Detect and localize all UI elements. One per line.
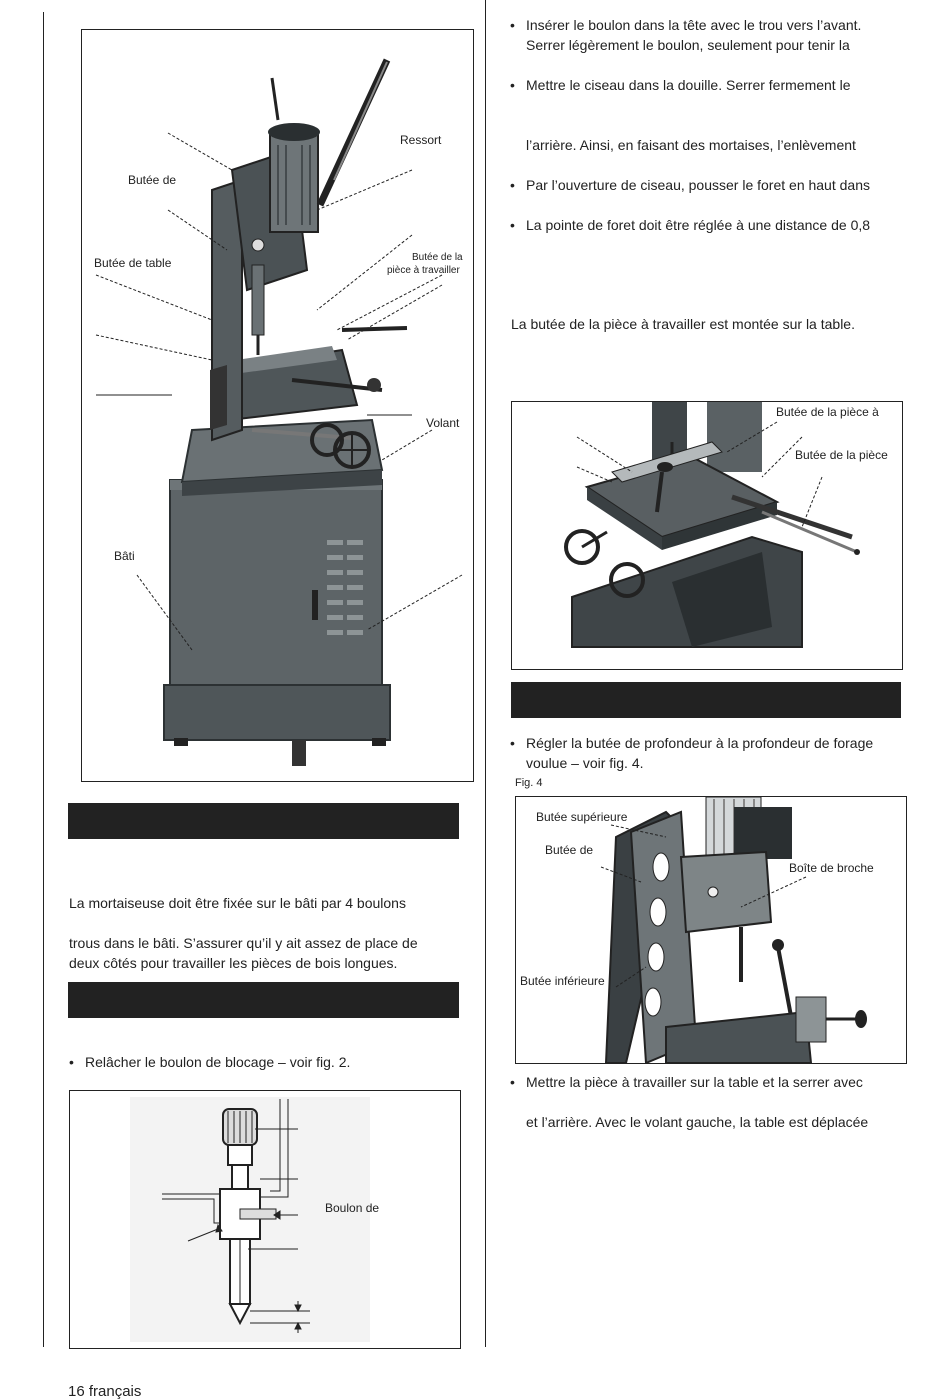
machine-illustration — [95, 58, 463, 766]
label-butee-piece-line1: Butée de la — [412, 252, 463, 263]
bullet-inserer-boulon: • Insérer le boulon dans la tête avec le… — [510, 17, 862, 53]
label-boite-de-broche: Boîte de broche — [789, 861, 874, 875]
figure-workpiece-stop: Butée de la pièce à Butée de la pièce — [511, 401, 903, 670]
section-heading-bar-2 — [68, 982, 459, 1018]
paragraph-volant-gauche: et l’arrière. Avec le volant gauche, la … — [526, 1114, 869, 1130]
paragraph-arriere: l’arrière. Ainsi, en faisant des mortais… — [526, 137, 856, 153]
label-butee-piece: Butée de la pièce — [795, 448, 888, 462]
bullet-pointe-foret: • La pointe de foret doit être réglée à … — [510, 217, 871, 233]
fig4-caption: Fig. 4 — [515, 777, 543, 789]
figure-depth-stop: Butée supérieure Butée de Boîte de broch… — [515, 796, 907, 1064]
label-volant: Volant — [426, 416, 460, 430]
label-butee-de-table: Butée de table — [94, 256, 172, 270]
paragraph-butee-table: La butée de la pièce à travailler est mo… — [511, 316, 855, 332]
bullet-regler-butee: • Régler la butée de profondeur à la pro… — [510, 735, 874, 771]
label-butee-superieure: Butée supérieure — [536, 810, 628, 824]
label-butee-de-fig4: Butée de — [545, 843, 594, 857]
label-butee-piece-line2: pièce à travailler — [387, 265, 460, 276]
section-heading-bar-1 — [68, 803, 459, 839]
bullet-relacher: •Relâcher le boulon de blocage – voir fi… — [69, 1054, 351, 1070]
chisel-illustration — [130, 1097, 370, 1342]
left-margin-rule — [43, 12, 44, 1347]
bullet-pousser-foret: • Par l’ouverture de ciseau, pousser le … — [510, 177, 870, 193]
paragraph-trous-line2: deux côtés pour travailler les pièces de… — [69, 955, 398, 971]
label-butee-piece-a: Butée de la pièce à — [776, 405, 879, 419]
paragraph-fixation: La mortaiseuse doit être fixée sur le bâ… — [69, 895, 406, 911]
paragraph-trous-line1: trous dans le bâti. S’assurer qu’il y ai… — [69, 935, 418, 951]
label-ressort: Ressort — [400, 133, 442, 147]
depth-stop-illustration — [600, 797, 867, 1063]
bullet-mettre-ciseau: • Mettre le ciseau dans la douille. Serr… — [510, 77, 851, 93]
label-boulon-de: Boulon de — [325, 1201, 380, 1215]
label-butee-inferieure: Butée inférieure — [520, 974, 605, 988]
page-footer: 16 français — [68, 1383, 142, 1400]
figure-machine-overview: Ressort Butée de Butée de table Butée de… — [81, 29, 474, 782]
label-butee-de: Butée de — [128, 173, 177, 187]
label-bati: Bâti — [114, 549, 135, 563]
figure-chisel-bolt: Boulon de — [69, 1090, 461, 1349]
bullet-mettre-piece: • Mettre la pièce à travailler sur la ta… — [510, 1074, 863, 1090]
table-illustration — [564, 402, 860, 648]
column-divider-rule — [485, 0, 486, 1347]
section-heading-bar-3 — [511, 682, 901, 718]
